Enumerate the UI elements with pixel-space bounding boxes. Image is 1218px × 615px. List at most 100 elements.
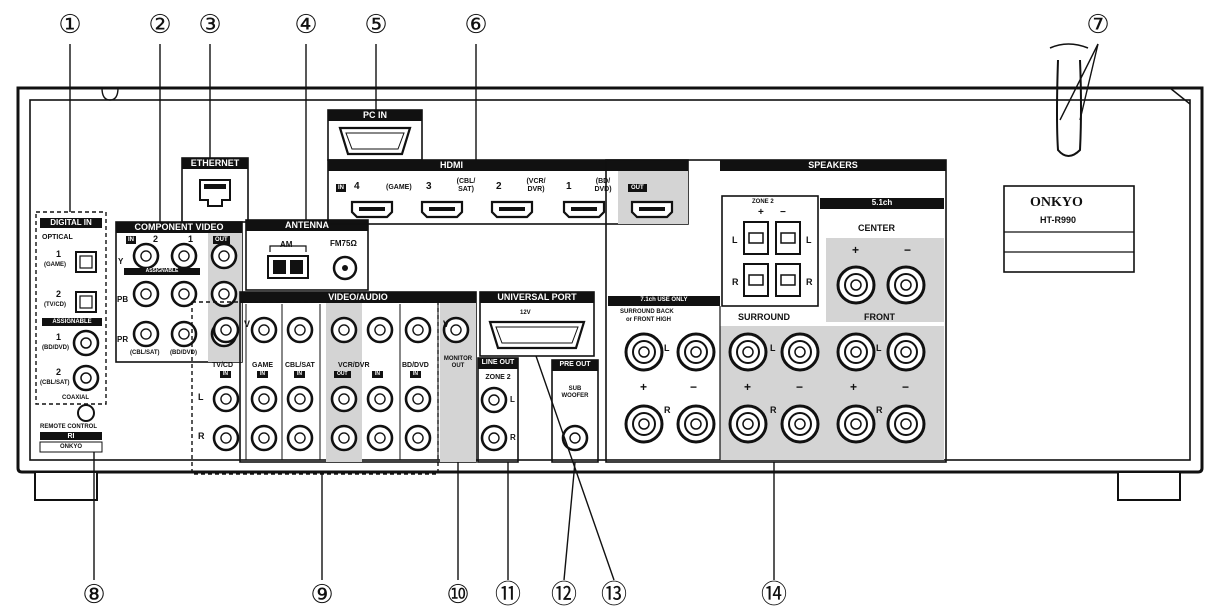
zone2-r-left: R: [732, 277, 739, 287]
pre-out-sub: SUB WOOFER: [561, 386, 589, 399]
hdmi-in2-num: 2: [496, 181, 502, 192]
zone2-speaker-box: [721, 195, 819, 307]
antenna-title: ANTENNA: [285, 220, 329, 230]
hdmi-header: [328, 160, 688, 171]
zone2-plus: +: [758, 207, 764, 218]
zone2-terminal-3: [743, 263, 769, 297]
sb-post-bottom-2-core: [690, 418, 702, 430]
am-terminal-right: [290, 260, 303, 274]
va-audio-l-jack-3-core: [294, 393, 306, 405]
opt2-src: (TV/CD): [44, 302, 66, 308]
only71-label: 7.1ch USE ONLY: [640, 297, 688, 303]
va-audio-r-jack-6-core: [412, 432, 424, 444]
optical-jack-2-inner: [79, 295, 93, 309]
zone2-terminal-4-slot: [780, 274, 796, 286]
callout-4: ④: [294, 10, 318, 40]
fm-jack-core: [342, 265, 348, 271]
universal-port-connector-inner: [495, 326, 579, 344]
va-video-jack-3-core: [294, 324, 306, 336]
va-group-cblsat: CBL/SAT: [285, 362, 315, 369]
component-jack-c3-r1-core: [218, 250, 230, 262]
va-video-jack-1-core: [220, 324, 232, 336]
callout-3: ③: [198, 10, 222, 40]
va-audio-l-jack-1-core: [220, 393, 232, 405]
surr-post-bottom-4-core: [794, 418, 806, 430]
hdmi-in2-src: (VCR/ DVR): [526, 178, 546, 193]
am-bracket: [269, 245, 307, 252]
va-group-tvcd: TV/CD: [212, 362, 233, 369]
power-cord-break: [1049, 43, 1089, 49]
hdmi-in-badge: IN: [336, 184, 346, 192]
label-plate: [1003, 185, 1135, 273]
hdmi-port-1-pins: [359, 207, 385, 211]
subwoofer-jack-core: [569, 432, 581, 444]
va-group-bddvd: BD/DVD: [402, 362, 429, 369]
surround-label: SURROUND: [738, 312, 791, 322]
hdmi-in1-src: (BD/ DVD): [594, 178, 612, 193]
remote-sub-box: [39, 441, 103, 453]
pc-in-dsub-port: [338, 126, 412, 156]
va-video-jack-6-core: [412, 324, 424, 336]
video-audio-header: [240, 292, 476, 303]
center-post-minus-core: [900, 279, 912, 291]
surr-minus: −: [796, 380, 804, 394]
ethernet-title: ETHERNET: [190, 158, 240, 168]
component-jack-c2-r3-core: [178, 328, 190, 340]
line-out-l: L: [510, 395, 515, 404]
coaxial-jack-1-core: [80, 337, 92, 349]
va-l-label: L: [198, 392, 204, 402]
surr-post-bottom-3-core: [742, 418, 754, 430]
center-label: CENTER: [858, 223, 896, 233]
va-group-vcrdvr-in: IN: [372, 371, 383, 378]
component-in-badge: IN: [126, 236, 136, 244]
component-col2: 2: [153, 234, 159, 244]
surr-r: R: [770, 405, 777, 415]
only71-header: [608, 296, 720, 306]
zone2-terminal-1-slot: [748, 232, 764, 244]
front-label: FRONT: [864, 312, 895, 322]
zone2-title: ZONE 2: [752, 199, 774, 205]
line-out-header: [478, 358, 518, 369]
component-jack-c3-r2-core: [218, 288, 230, 300]
sb-minus: −: [690, 380, 698, 394]
va-audio-l-jack-6-core: [412, 393, 424, 405]
component-pb-label: PB: [117, 295, 129, 304]
ch51-title: 5.1ch: [871, 198, 893, 207]
va-video-jack-2-core: [258, 324, 270, 336]
surr-l: L: [770, 343, 776, 353]
component-jack-c1-r1-core: [140, 250, 152, 262]
antenna-header: [246, 220, 368, 231]
am-label: AM: [280, 240, 293, 249]
callout-14: ⑭: [760, 580, 787, 610]
hdmi-in3-src: (CBL/ SAT): [456, 178, 476, 193]
component-jack-c2-r2-core: [178, 288, 190, 300]
digital-in-dashed-box: [35, 211, 107, 405]
va-monitor-v: V: [443, 319, 450, 329]
zone2-l-left: L: [732, 235, 738, 245]
zone2-minus: −: [780, 207, 786, 218]
leader-line-7b: [1059, 43, 1099, 121]
sb-post-top-2-core: [690, 346, 702, 358]
va-video-jack-5-core: [374, 324, 386, 336]
label-plate-brand: ONKYO: [1030, 195, 1083, 210]
chassis-top-step: [18, 87, 1191, 105]
coaxial-label: COAXIAL: [62, 395, 89, 401]
ri-label: RI: [67, 433, 75, 440]
assignable-digital-label: ASSIGNABLE: [52, 319, 92, 325]
va-audio-r-jack-1-core: [220, 432, 232, 444]
surr-post-top-3-core: [742, 346, 754, 358]
coax1-num: 1: [56, 332, 62, 342]
front-r: R: [876, 405, 883, 415]
assignable-bar-digital: [42, 318, 102, 326]
callout-2: ②: [148, 10, 172, 40]
front-post-bottom-5-core: [850, 418, 862, 430]
component-jack-c1-r2-core: [140, 288, 152, 300]
line-out-zone: ZONE 2: [485, 374, 511, 381]
optical-jack-1-inner: [79, 255, 93, 269]
va-audio-l-jack-4-core: [338, 393, 350, 405]
hdmi-port-4-pins: [571, 207, 597, 211]
callout-7: ⑦: [1086, 10, 1110, 40]
chassis-notch: [101, 87, 119, 101]
optical-jack-2: [75, 291, 97, 313]
